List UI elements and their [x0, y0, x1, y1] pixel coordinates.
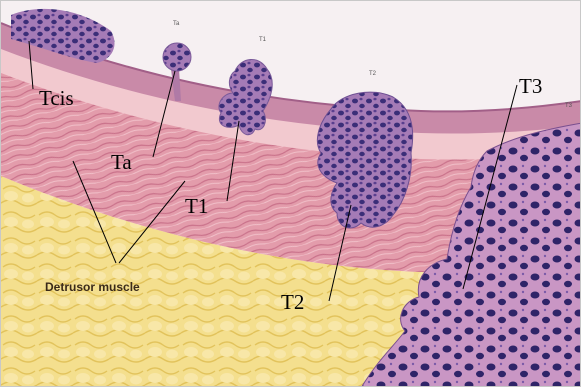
label-tcis: Tcis — [39, 86, 74, 110]
small-label-ta: Ta — [173, 21, 180, 27]
small-label-t3: T3 — [565, 103, 573, 109]
small-label-t2: T2 — [369, 71, 377, 77]
label-ta: Ta — [111, 150, 132, 174]
label-t2: T2 — [281, 290, 304, 314]
label-t1: T1 — [185, 194, 208, 218]
small-label-t1: T1 — [259, 37, 267, 43]
label-detrusor-muscle: Detrusor muscle — [45, 280, 140, 294]
label-t3: T3 — [519, 74, 542, 98]
tumor-ta — [163, 43, 191, 71]
